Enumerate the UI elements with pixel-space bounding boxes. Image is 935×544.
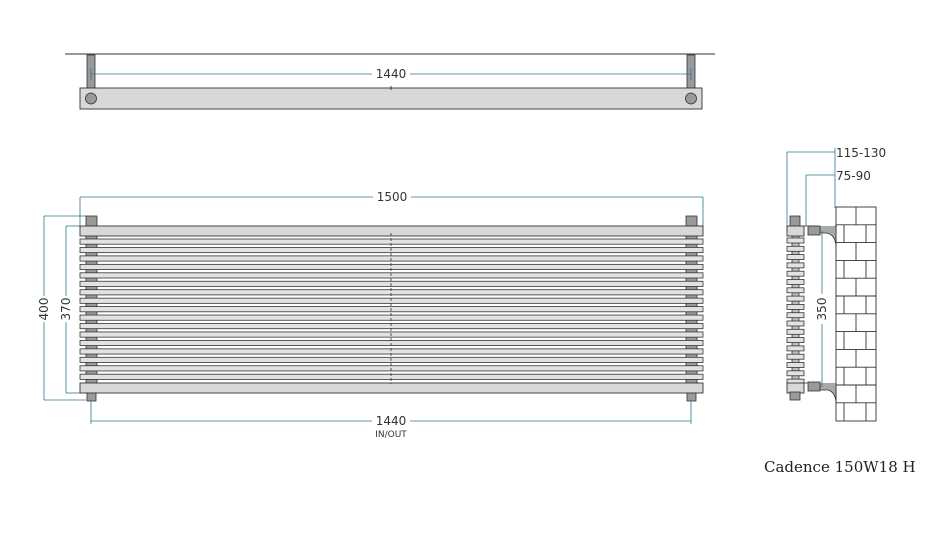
side-view-fin: [786, 345, 805, 352]
side-view-fin: [786, 262, 805, 269]
front-view-pipe-stub-left: [86, 392, 97, 402]
side-view: 115-130 75-90 350: [786, 146, 886, 422]
front-view-horizontal-bars: [79, 225, 704, 394]
side-view-fin: [786, 270, 805, 277]
top-view-width-label: 1440: [376, 67, 407, 81]
front-view-height-outer-label: 400: [37, 298, 51, 321]
side-view-fin: [786, 328, 805, 335]
product-caption: Cadence 150W18 H: [764, 458, 916, 476]
side-view-fin: [786, 295, 805, 302]
side-view-bracket-bottom: [804, 382, 837, 403]
side-view-brick-wall: [835, 206, 877, 422]
front-view-inlet-outlet-label: IN/OUT: [375, 430, 407, 440]
front-view-bar: [79, 323, 704, 330]
front-view-bar: [79, 280, 704, 287]
side-view-header-bottom: [786, 382, 805, 394]
front-view-cap-right: [685, 215, 698, 227]
side-view-fin: [786, 320, 805, 327]
front-view-width-label-bg: [373, 190, 411, 203]
front-view-bar: [79, 263, 704, 270]
side-view-fin: [786, 370, 805, 377]
front-view-bar: [79, 348, 704, 355]
side-view-fin: [786, 245, 805, 252]
side-view-fin: [786, 353, 805, 360]
front-view-height-inner-label-bg: [58, 296, 74, 322]
side-view-fin: [786, 362, 805, 368]
front-view-top-bar: [79, 225, 704, 237]
top-view-radiator-body: [79, 87, 703, 110]
front-view-width-label: 1500: [377, 190, 408, 204]
front-view-bar: [79, 331, 704, 338]
front-view-pipe-centres-label: 1440: [376, 414, 407, 428]
side-view-depth-min-label: 75-90: [836, 169, 871, 183]
front-view-pipe-stub-right: [686, 392, 697, 402]
side-view-fin: [786, 303, 805, 310]
front-view-bar: [79, 289, 704, 296]
side-view-fin: [786, 287, 805, 294]
front-view-bottom-bar: [79, 382, 704, 394]
front-view-bar: [79, 314, 704, 321]
front-view-height-inner-label: 370: [59, 298, 73, 321]
side-view-fin: [786, 279, 805, 285]
side-view-depth-max-label: 115-130: [836, 146, 886, 160]
front-view-cap-left: [85, 215, 98, 227]
front-view-height-outer-label-bg: [36, 296, 52, 322]
front-view-bottom-label-bg: [372, 414, 410, 427]
front-view-bar: [79, 255, 704, 262]
front-view: 1500 400 370 1440 IN/OUT: [36, 190, 704, 440]
front-view-bar: [79, 339, 704, 346]
front-view-bar: [79, 373, 704, 380]
top-view-dim-label-bg: [372, 67, 410, 80]
side-view-cap-bottom: [789, 391, 801, 401]
top-view-pipe-right: [685, 92, 697, 105]
side-view-bracket-centres-label-bg: [814, 294, 830, 324]
front-view-bar: [79, 356, 704, 363]
top-view-pipe-left: [85, 92, 97, 105]
side-view-fin: [786, 237, 805, 244]
front-view-bar: [79, 297, 704, 304]
side-view-bracket-bottom-clamp: [807, 381, 821, 392]
side-view-fin: [786, 254, 805, 261]
front-view-bar: [79, 365, 704, 372]
side-view-header-top: [786, 225, 805, 237]
side-view-bracket-top-clamp: [807, 225, 821, 236]
front-view-bar: [79, 247, 704, 254]
side-view-fin: [786, 312, 805, 319]
side-view-radiator-fins: [786, 235, 805, 394]
front-view-bar: [79, 306, 704, 313]
side-view-fin: [786, 337, 805, 344]
front-view-bar: [79, 272, 704, 279]
top-view: 1440: [65, 53, 715, 110]
front-view-bar: [79, 238, 704, 245]
side-view-bracket-centres-label: 350: [815, 298, 829, 321]
